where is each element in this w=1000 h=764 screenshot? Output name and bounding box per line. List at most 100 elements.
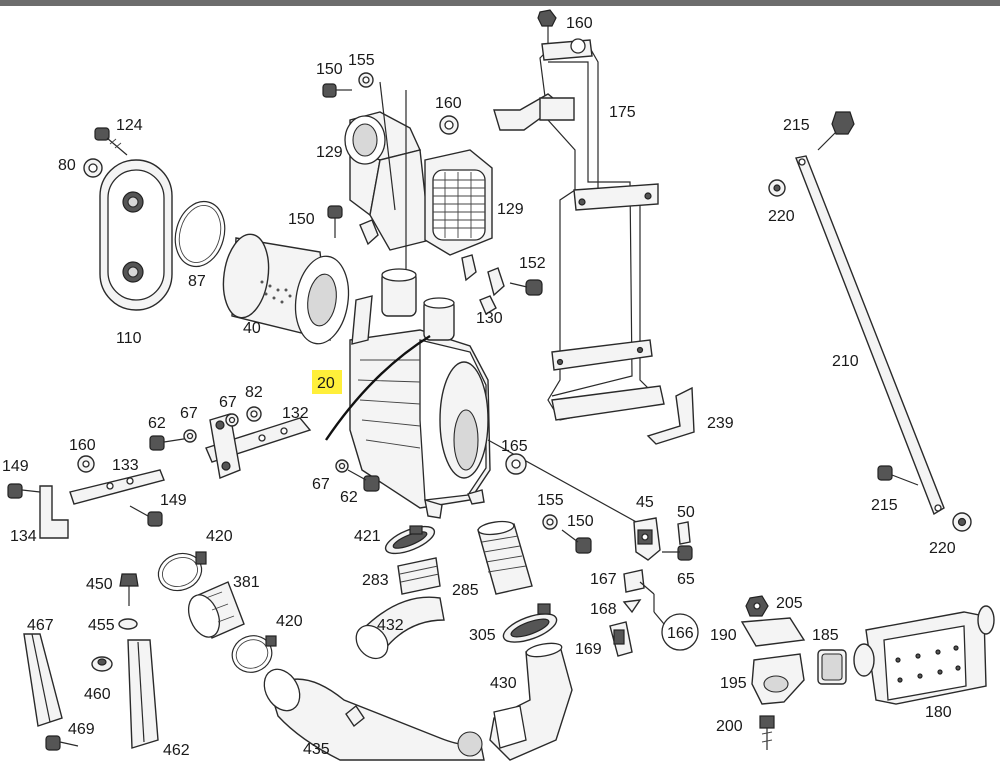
callout-450: 450: [86, 576, 113, 593]
callout-432: 432: [377, 617, 404, 634]
callout-166: 166: [667, 625, 694, 642]
callout-220: 220: [929, 540, 956, 557]
callout-215: 215: [783, 117, 810, 134]
part-87-o-ring: [174, 200, 226, 268]
callout-305: 305: [469, 627, 496, 644]
callout-20: 20: [317, 375, 335, 392]
callout-160: 160: [435, 95, 462, 112]
part-215-bolt-bottom: [877, 465, 919, 486]
part-160-nut-top: [537, 9, 557, 44]
part-129-intake-housing: [344, 111, 431, 251]
part-420-clamp-top: [157, 551, 207, 592]
part-155-washer-right: [542, 514, 558, 530]
callout-200: 200: [716, 718, 743, 735]
callout-469: 469: [68, 721, 95, 738]
part-190-plate: [740, 617, 806, 647]
part-150-screw-mid: [327, 205, 343, 238]
callout-150: 150: [567, 513, 594, 530]
callout-ring-166: [661, 613, 699, 651]
callout-460: 460: [84, 686, 111, 703]
callout-40: 40: [243, 320, 261, 337]
part-469-screw: [45, 735, 79, 751]
part-160-washer-left: [77, 455, 95, 473]
callout-165: 165: [501, 438, 528, 455]
part-205-nut: [745, 595, 769, 617]
callout-150: 150: [288, 211, 315, 228]
part-450-screw: [119, 573, 139, 606]
part-150-screw-right: [561, 529, 592, 554]
callout-67: 67: [219, 394, 237, 411]
part-210-strut: [795, 155, 945, 516]
part-67-washer-mid: [225, 413, 239, 427]
callout-283: 283: [362, 572, 389, 589]
callout-180: 180: [925, 704, 952, 721]
part-220-nut-top: [768, 179, 786, 197]
leader-line-20: [325, 334, 431, 441]
part-169-sensor: [609, 621, 633, 657]
part-462-bracket: [127, 639, 159, 749]
callout-130: 130: [476, 310, 503, 327]
callout-205: 205: [776, 595, 803, 612]
part-62-screw-low: [347, 469, 380, 492]
part-165-washer: [505, 453, 527, 475]
callout-62: 62: [148, 415, 166, 432]
part-150-screw-top: [322, 83, 352, 98]
part-152-screw: [509, 279, 543, 296]
part-167-connector: [623, 569, 645, 593]
highlight-20: [312, 370, 342, 394]
callout-152: 152: [519, 255, 546, 272]
part-134-bracket: [39, 485, 69, 539]
callout-220: 220: [768, 208, 795, 225]
part-460-nut: [91, 656, 113, 672]
callout-labels: 20 40 45 50 62 62 65 67 67 67 80 82 87 1…: [2, 15, 956, 759]
callout-62: 62: [340, 489, 358, 506]
part-20-filter-housing: [349, 268, 491, 519]
callout-67: 67: [180, 405, 198, 422]
part-467-bracket: [23, 633, 63, 727]
callout-420: 420: [276, 613, 303, 630]
callout-80: 80: [58, 157, 76, 174]
part-67-washer-left: [183, 429, 197, 443]
part-130-clips: [359, 219, 505, 316]
callout-215: 215: [871, 497, 898, 514]
callout-129: 129: [497, 201, 524, 218]
callout-467: 467: [27, 617, 54, 634]
part-149-screw-right: [129, 505, 163, 527]
callout-87: 87: [188, 273, 206, 290]
part-65-screw: [662, 545, 693, 561]
part-435-intake-pipe: [263, 668, 485, 761]
part-200-bolt: [759, 715, 775, 750]
callout-50: 50: [677, 504, 695, 521]
part-455-washer: [118, 618, 138, 630]
callout-190: 190: [710, 627, 737, 644]
part-185-damper: [817, 649, 847, 685]
callout-430: 430: [490, 675, 517, 692]
part-129-intake-grille: [424, 149, 493, 256]
callout-129: 129: [316, 144, 343, 161]
callout-133: 133: [112, 457, 139, 474]
top-frame-bar: [0, 0, 1000, 6]
part-420-clamp-bottom: [231, 635, 277, 673]
callout-285: 285: [452, 582, 479, 599]
part-50-clip: [677, 521, 691, 545]
part-180-intercooler: [853, 605, 995, 705]
callout-420: 420: [206, 528, 233, 545]
part-45-sensor: [633, 517, 661, 561]
part-421-clamp: [384, 525, 436, 555]
part-149-screw-left: [7, 483, 41, 499]
part-62-screw-left: [149, 435, 191, 451]
part-155-washer-top: [358, 72, 374, 88]
part-215-bolt-top: [817, 111, 855, 151]
part-381-sleeve: [187, 581, 245, 639]
part-132-bracket: [205, 413, 312, 479]
part-67-washer-low: [335, 459, 349, 473]
callout-160: 160: [69, 437, 96, 454]
part-239-bracket: [646, 386, 695, 445]
callout-462: 462: [163, 742, 190, 759]
part-110-filter-cover: [99, 159, 173, 311]
part-430-intake-duct: [489, 642, 573, 761]
part-285-bellows: [477, 520, 533, 595]
callout-155: 155: [537, 492, 564, 509]
part-220-nut-bottom: [952, 512, 972, 532]
